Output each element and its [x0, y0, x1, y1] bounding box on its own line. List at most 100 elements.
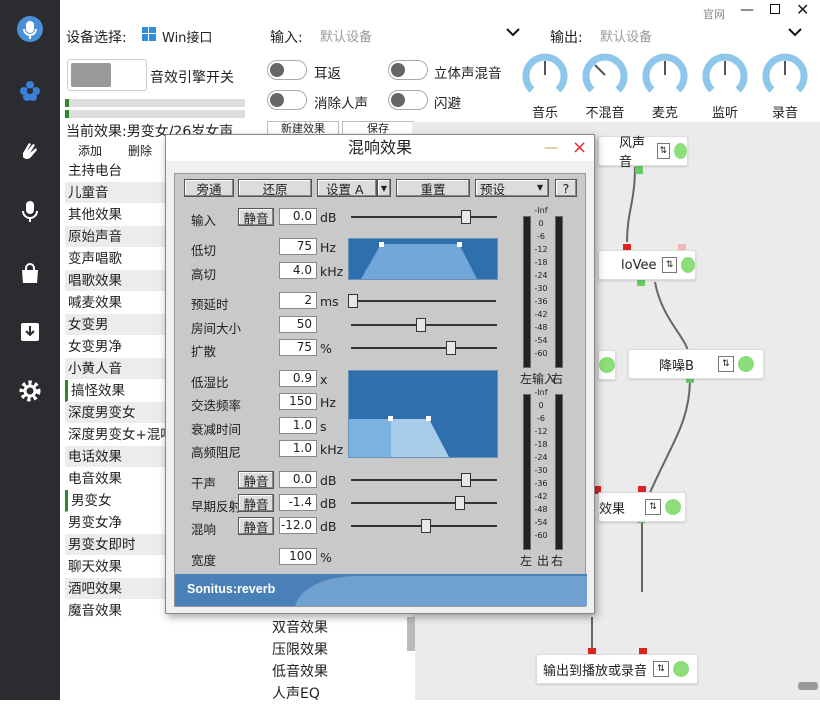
input-mute-button[interactable]: 静音 [238, 208, 274, 226]
node-output[interactable]: 输出到播放或录音⇅ [536, 654, 698, 684]
effect-list-item[interactable]: 魔音效果 [65, 600, 165, 622]
predelay-field[interactable]: 2 [279, 292, 317, 309]
preset-chevron-down-icon[interactable]: ▼ [537, 183, 544, 192]
delete-button[interactable]: 删除 [128, 144, 153, 158]
dialog-close-icon[interactable]: × [572, 137, 588, 158]
download-icon[interactable] [15, 317, 45, 347]
diffusion-field[interactable]: 75 [279, 339, 317, 356]
early-slider[interactable] [351, 496, 497, 510]
early-mute-button[interactable]: 静音 [238, 494, 274, 512]
official-site-link[interactable]: 官网 [703, 8, 725, 21]
no-mix-knob[interactable] [582, 52, 628, 98]
filter-display[interactable] [348, 238, 498, 280]
decay-display[interactable] [348, 370, 498, 458]
effect-list-item[interactable]: 深度男变女+混响 [65, 424, 165, 446]
effect-list-item[interactable]: 深度男变女 [65, 402, 165, 424]
setup-chevron-down-icon[interactable]: ▼ [377, 179, 391, 197]
node-eq-icon[interactable]: ⇅ [656, 143, 671, 159]
reset-button[interactable]: 重置 [396, 179, 470, 197]
highcut-field[interactable]: 4.0 [279, 262, 317, 279]
microphone-icon[interactable] [15, 196, 45, 226]
input-device-select[interactable]: 默认设备 [320, 30, 373, 45]
effect-list-item[interactable]: 电音效果 [65, 468, 165, 490]
mic-knob[interactable] [642, 52, 688, 98]
ear-return-toggle[interactable] [267, 60, 307, 80]
effect-list-item[interactable]: 小黄人音 [65, 358, 165, 380]
predelay-slider[interactable] [348, 294, 496, 308]
setup-select[interactable]: 设置 A [317, 179, 377, 197]
reverb-slider[interactable] [351, 519, 497, 533]
node-eq-icon[interactable]: ⇅ [645, 499, 662, 515]
stereo-mix-toggle[interactable] [388, 60, 428, 80]
effect-list-item[interactable]: 主持电台 [65, 160, 165, 182]
device-value[interactable]: Win接口 [162, 31, 213, 46]
effect-list-item[interactable]: 聊天效果 [65, 556, 165, 578]
node-noise-reduction[interactable]: 降噪B⇅ [628, 349, 764, 379]
effect-list-item[interactable]: 原始声音 [65, 226, 165, 248]
effect-list-item[interactable]: 女变男净 [65, 336, 165, 358]
effect-list-item[interactable]: 变声唱歌 [65, 248, 165, 270]
node-eq-icon[interactable]: ⇅ [662, 257, 677, 273]
bypass-button[interactable]: 旁通 [184, 179, 234, 197]
gear-icon[interactable] [15, 376, 45, 406]
engine-switch[interactable] [67, 59, 147, 91]
flower-icon[interactable] [15, 76, 45, 106]
help-button[interactable]: ? [555, 179, 577, 197]
effect-list-item[interactable]: 其他效果 [65, 204, 165, 226]
reverb-mute-button[interactable]: 静音 [238, 517, 274, 535]
node-wind-sound[interactable]: 风声音⇅ [598, 136, 688, 170]
effect-list-item[interactable]: 男变女净 [65, 512, 165, 534]
add-button[interactable]: 添加 [78, 144, 103, 158]
node-status-dot[interactable] [599, 357, 615, 373]
output-chevron-down-icon[interactable] [788, 26, 802, 41]
effect-list-2-item[interactable]: 低音效果 [272, 664, 328, 680]
input-gain-field[interactable]: 0.0 [279, 208, 317, 225]
reverb-field[interactable]: -12.0 [279, 517, 317, 534]
close-icon[interactable]: ✕ [796, 0, 810, 19]
minimize-icon[interactable]: — [740, 2, 754, 18]
mic-app-icon[interactable] [15, 14, 45, 44]
effect-list-2-item[interactable]: 双音效果 [272, 620, 328, 636]
effect-list-item[interactable]: 喊麦效果 [65, 292, 165, 314]
ducking-toggle[interactable] [388, 90, 428, 110]
roomsize-field[interactable]: 50 [279, 316, 317, 333]
effect-list-item[interactable]: 唱歌效果 [65, 270, 165, 292]
hfdamp-field[interactable]: 1.0 [279, 440, 317, 457]
clap-icon[interactable] [15, 136, 45, 166]
dry-field[interactable]: 0.0 [279, 471, 317, 488]
effect-list-2-item[interactable]: 压限效果 [272, 642, 328, 658]
node-status-dot[interactable] [665, 499, 682, 515]
node-status-dot[interactable] [680, 257, 695, 273]
restore-button[interactable]: 还原 [238, 179, 312, 197]
node-effect[interactable]: 效果⇅ [598, 492, 686, 522]
node-status-dot[interactable] [673, 661, 690, 677]
effect-list-item[interactable]: 男变女 [65, 490, 165, 512]
vocal-removal-toggle[interactable] [267, 90, 307, 110]
node-lovee[interactable]: loVee⇅ [598, 250, 696, 280]
dialog-minimize-icon[interactable]: — [544, 140, 558, 156]
lowmix-field[interactable]: 0.9 [279, 370, 317, 387]
crossover-field[interactable]: 150 [279, 393, 317, 410]
effect-list-item[interactable]: 儿童音 [65, 182, 165, 204]
maximize-icon[interactable] [770, 4, 780, 14]
node-status-dot[interactable] [674, 143, 687, 159]
dry-slider[interactable] [351, 473, 497, 487]
effect-list-item[interactable]: 男变女即时 [65, 534, 165, 556]
effect-list-item[interactable]: 女变男 [65, 314, 165, 336]
node-status-dot[interactable] [737, 356, 754, 372]
effect-list-2-item[interactable]: 人声EQ [272, 686, 320, 702]
preset-select[interactable]: 预设 [475, 179, 549, 197]
list-scrollbar[interactable] [407, 617, 415, 651]
lowcut-field[interactable]: 75 [279, 238, 317, 255]
effect-list-item[interactable]: 电话效果 [65, 446, 165, 468]
output-device-select[interactable]: 默认设备 [600, 30, 653, 45]
roomsize-slider[interactable] [351, 318, 497, 332]
record-knob[interactable] [762, 52, 808, 98]
node-eq-icon[interactable]: ⇅ [717, 356, 734, 372]
effect-list-item[interactable]: 酒吧效果 [65, 578, 165, 600]
effect-list-item[interactable]: 搞怪效果 [65, 380, 165, 402]
node-hidden[interactable] [598, 350, 616, 380]
early-field[interactable]: -1.4 [279, 494, 317, 511]
decay-field[interactable]: 1.0 [279, 417, 317, 434]
input-slider[interactable] [351, 210, 497, 224]
